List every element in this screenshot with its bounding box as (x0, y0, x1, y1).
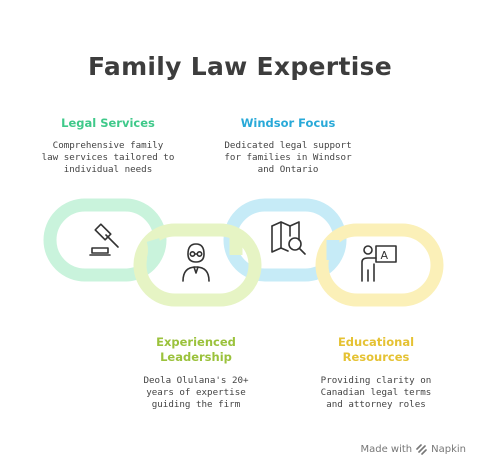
napkin-credit: Made with Napkin (360, 444, 466, 455)
svg-text:A: A (381, 249, 389, 262)
credit-prefix: Made with (360, 444, 413, 455)
chain-link-yellow (315, 223, 444, 307)
windsor-focus-desc: Dedicated legal support for families in … (224, 140, 352, 175)
teacher-board-icon: A (361, 245, 397, 282)
chain-link-lime (133, 223, 262, 307)
napkin-logo-icon (416, 444, 427, 455)
educational-resources-desc: Providing clarity on Canadian legal term… (320, 375, 432, 410)
map-search-icon (271, 221, 306, 255)
legal-services-label: Legal Services (61, 116, 155, 130)
gavel-icon (89, 223, 119, 256)
page-title: Family Law Expertise (87, 52, 392, 81)
legal-services-desc: Comprehensive family law services tailor… (41, 140, 175, 175)
experienced-leadership-label: Experienced Leadership (156, 335, 236, 364)
credit-brand: Napkin (431, 444, 466, 455)
person-icon (182, 243, 210, 282)
experienced-leadership-desc: Deola Olulana's 20+ years of expertise g… (143, 375, 249, 410)
educational-resources-label: Educational Resources (337, 335, 415, 364)
windsor-focus-label: Windsor Focus (240, 116, 336, 130)
chain-overlap-green (146, 238, 161, 262)
